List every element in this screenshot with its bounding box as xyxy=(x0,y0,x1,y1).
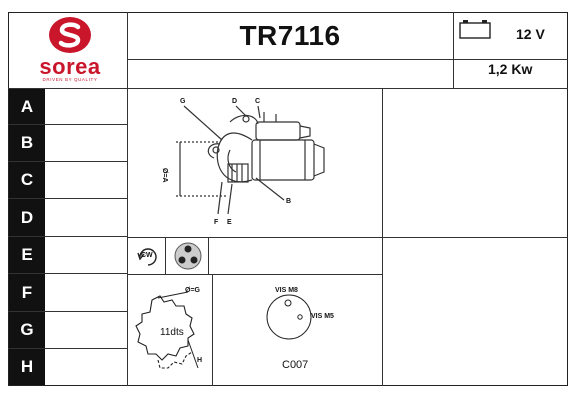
divider xyxy=(8,311,127,312)
divider xyxy=(8,88,568,89)
divider xyxy=(453,12,454,88)
battery-icon xyxy=(459,20,491,39)
divider xyxy=(8,236,127,237)
part-number: TR7116 xyxy=(239,20,341,51)
divider xyxy=(127,12,128,386)
label-c: C xyxy=(255,98,261,105)
divider xyxy=(8,198,127,199)
row-label-f: F xyxy=(9,274,45,311)
brand-tagline: DRIVEN BY QUALITY xyxy=(42,77,98,82)
rotation-cw-icon xyxy=(137,248,157,266)
row-label-b: B xyxy=(9,125,45,161)
voltage-value: 12 V xyxy=(516,26,545,42)
divider xyxy=(8,273,127,274)
label-diameter-a: Ø=A xyxy=(161,168,168,183)
divider xyxy=(212,274,213,386)
flange-circle-drawing xyxy=(266,294,312,340)
divider xyxy=(8,161,127,162)
divider xyxy=(165,237,166,274)
brand-name: sorea xyxy=(39,54,101,79)
screw-m8-label: VIS M8 xyxy=(275,287,298,294)
divider xyxy=(8,124,127,125)
label-d: D xyxy=(232,98,238,105)
pinion-diameter-label: Ø=G xyxy=(185,287,200,294)
row-label-a: A xyxy=(9,89,45,124)
divider xyxy=(127,237,568,238)
row-label-g: G xyxy=(9,312,45,348)
pinion-gear-drawing xyxy=(135,291,199,369)
divider xyxy=(127,274,382,275)
datasheet-frame xyxy=(8,12,568,386)
divider xyxy=(127,59,568,60)
screw-m5-label: VIS M5 xyxy=(311,313,334,320)
pinion-teeth-count: 11dts xyxy=(160,327,184,338)
rotation-label: CW xyxy=(141,252,153,259)
starter-motor-drawing xyxy=(176,105,325,215)
divider xyxy=(208,237,209,274)
label-b: B xyxy=(286,198,292,205)
row-label-c: C xyxy=(9,162,45,198)
label-g: G xyxy=(180,98,186,105)
row-label-h: H xyxy=(9,349,45,385)
label-f: F xyxy=(214,219,219,226)
power-value: 1,2 Kw xyxy=(488,61,533,77)
mounting-code: C007 xyxy=(282,359,309,371)
divider xyxy=(8,348,127,349)
bolt-pattern-icon xyxy=(174,242,202,270)
pinion-height-label: H xyxy=(197,357,203,364)
label-e: E xyxy=(227,219,232,226)
row-label-e: E xyxy=(9,237,45,273)
sorea-logo-icon xyxy=(49,17,91,53)
row-label-d: D xyxy=(9,199,45,236)
